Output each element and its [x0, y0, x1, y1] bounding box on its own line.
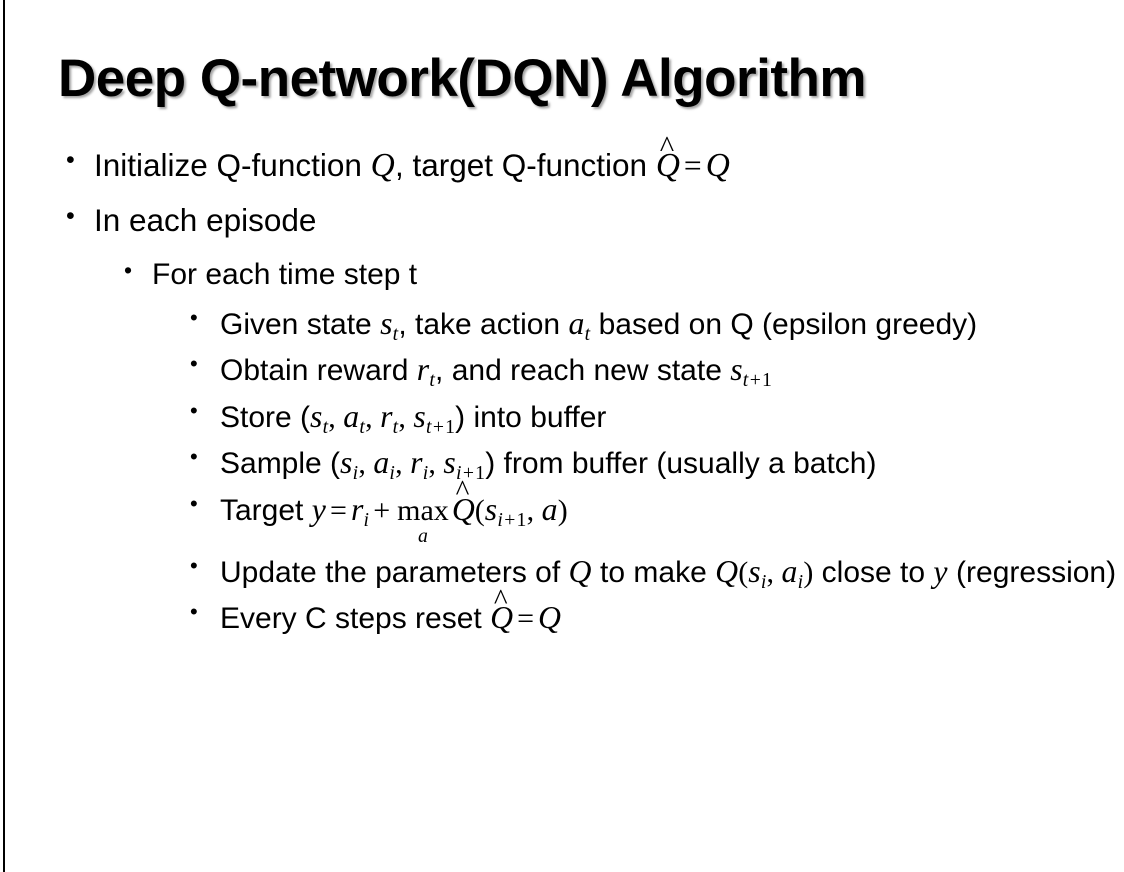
list-item-text: In each episode	[94, 202, 317, 239]
math-r: ri	[350, 492, 370, 531]
bullet-marker-icon: •	[190, 552, 198, 578]
math-q: Q	[370, 147, 395, 184]
bullet-marker-icon: •	[190, 491, 198, 516]
math-q: Q	[705, 147, 730, 184]
math-equals: =	[683, 148, 702, 183]
list-item: • Obtain reward rt, and reach new state …	[0, 351, 1124, 392]
page-title: Deep Q-network(DQN) Algorithm	[58, 49, 866, 108]
math-y: y	[311, 492, 327, 527]
list-item: • Given state st, take action at based o…	[0, 304, 1124, 345]
list-item-text: Update the parameters of Q to make Q(si,…	[220, 553, 1117, 593]
list-item-text: Initialize Q-function Q, target Q-functi…	[94, 129, 730, 184]
list-item-text: Every C steps reset ^Q=Q	[220, 583, 562, 636]
list-item: • Store (st, at, rt, st+1) into buffer	[0, 397, 1124, 438]
math-r: rt	[416, 352, 436, 392]
math-s-next: st+1	[730, 352, 773, 392]
list-item: • For each time step t	[0, 257, 1124, 292]
list-item-text: Given state st, take action at based on …	[220, 305, 978, 345]
bullet-marker-icon: •	[190, 599, 198, 625]
math-s-next: si+1	[443, 445, 486, 485]
bullet-marker-icon: •	[190, 304, 198, 330]
math-q: Q	[537, 600, 562, 636]
list-item-text: Sample (si, ai, ri, si+1) from buffer (u…	[220, 445, 877, 485]
math-s: st	[310, 398, 329, 438]
math-a: a	[541, 492, 558, 527]
math-s: si	[748, 553, 767, 593]
math-s: st	[380, 305, 399, 345]
math-s-next: st+1	[413, 398, 456, 438]
list-item: • Every C steps reset ^Q=Q	[0, 583, 1124, 637]
hat-accent-icon: ^	[659, 129, 675, 164]
math-r: rt	[380, 398, 399, 438]
slide-left-border	[3, 0, 5, 872]
math-equals: =	[517, 602, 534, 636]
math-a: at	[343, 398, 366, 438]
math-q-hat: ^Q	[490, 583, 514, 636]
slide-body: • Initialize Q-function Q, target Q-func…	[0, 129, 1124, 646]
math-plus: +	[373, 494, 391, 527]
math-a: ai	[373, 445, 396, 485]
math-q-hat: ^Q	[655, 129, 680, 184]
math-a: ai	[781, 553, 804, 593]
math-q: Q	[568, 553, 592, 589]
math-q-hat: ^Q	[451, 475, 475, 527]
list-item-text: Obtain reward rt, and reach new state st…	[220, 352, 773, 392]
math-s: si	[340, 445, 359, 485]
list-item: • Update the parameters of Q to make Q(s…	[0, 552, 1124, 593]
math-a: at	[568, 305, 591, 345]
math-y: y	[933, 553, 948, 589]
math-r: ri	[410, 445, 429, 485]
list-item: • Sample (si, ai, ri, si+1) from buffer …	[0, 444, 1124, 485]
hat-accent-icon: ^	[493, 583, 508, 616]
hat-accent-icon: ^	[455, 475, 470, 508]
list-item: • Initialize Q-function Q, target Q-func…	[0, 129, 1124, 185]
list-item-text: Store (st, at, rt, st+1) into buffer	[220, 398, 607, 438]
bullet-marker-icon: •	[190, 351, 198, 377]
math-equals: =	[330, 494, 347, 527]
math-s-next: si+1	[484, 492, 527, 531]
bullet-marker-icon: •	[66, 202, 75, 231]
list-item: • In each episode	[0, 202, 1124, 239]
bullet-marker-icon: •	[124, 256, 133, 283]
bullet-marker-icon: •	[66, 146, 75, 174]
list-item-text: For each time step t	[152, 257, 418, 291]
math-q: Q	[715, 553, 739, 589]
bullet-marker-icon: •	[190, 397, 198, 423]
bullet-marker-icon: •	[190, 444, 198, 470]
